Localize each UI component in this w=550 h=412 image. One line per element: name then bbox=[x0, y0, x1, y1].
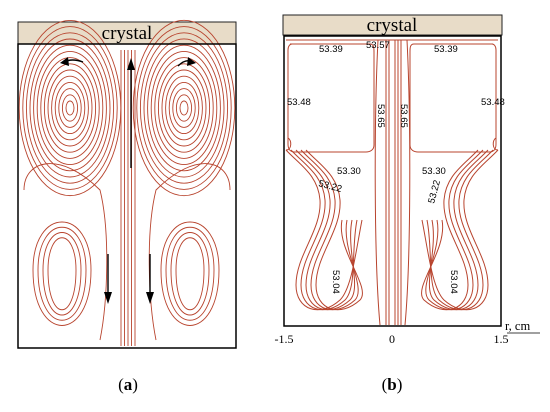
streamline-left-vortex bbox=[18, 19, 122, 197]
x-axis-label: r, cm bbox=[505, 319, 530, 333]
streamline-right-outer bbox=[148, 163, 231, 341]
isotherm-left-cell bbox=[287, 43, 375, 153]
arrow-down-left-head bbox=[104, 292, 112, 304]
streamline-left-vortex bbox=[29, 38, 111, 178]
x-axis-b: -1.5 0 1.5 r, cm bbox=[275, 319, 540, 346]
streamline-left-vortex bbox=[36, 51, 104, 165]
streamline-left-lower bbox=[32, 221, 92, 326]
crystal-label-b: crystal bbox=[367, 15, 418, 36]
streamline-right-vortex bbox=[161, 69, 207, 147]
contour-label: 53.65 bbox=[375, 104, 386, 128]
isotherm-right-lower bbox=[426, 149, 494, 311]
streamline-right-vortex bbox=[175, 94, 193, 122]
isotherm-center-left bbox=[374, 39, 381, 326]
streamline-left-vortex bbox=[40, 57, 100, 159]
panel-b-frame bbox=[283, 35, 502, 327]
contour-label: 53.48 bbox=[481, 97, 505, 108]
caption-a: (a) bbox=[118, 375, 138, 394]
streamline-right-lower bbox=[160, 221, 220, 326]
crystal-bar-b bbox=[282, 14, 503, 36]
contour-label: 53.57 bbox=[366, 40, 390, 51]
contour-label: 53.39 bbox=[434, 44, 458, 55]
streamline-right-lower bbox=[170, 232, 210, 316]
panel-a-frame bbox=[17, 43, 237, 349]
streamline-right-vortex bbox=[147, 44, 221, 172]
isotherm-left-lower bbox=[305, 149, 363, 311]
streamline-right-lower bbox=[175, 237, 205, 311]
streamline-right-vortex bbox=[154, 57, 214, 159]
streamline-left-lower bbox=[47, 237, 77, 311]
arrow-down-right-head bbox=[146, 292, 154, 304]
streamline-right-lower bbox=[165, 227, 215, 321]
streamline-left-vortex bbox=[61, 94, 79, 122]
isotherm-left-lower bbox=[300, 149, 359, 311]
streamline-right-vortex bbox=[150, 51, 218, 165]
streamline-right-vortex bbox=[136, 26, 232, 190]
streamline-right-vortex bbox=[172, 88, 196, 128]
contour-label: 53.22 bbox=[426, 179, 443, 205]
streamline-left-vortex bbox=[43, 63, 97, 153]
streamline-right-vortex bbox=[157, 63, 211, 153]
streamline-left-vortex bbox=[58, 88, 82, 128]
streamline-left-lower bbox=[42, 232, 82, 316]
isotherm-left-tip bbox=[285, 137, 292, 151]
arrow-top-left-head bbox=[60, 57, 69, 66]
streamline-right-vortex bbox=[132, 19, 236, 197]
arrow-up-center-head bbox=[127, 58, 135, 70]
streamline-left-vortex bbox=[47, 69, 93, 147]
contour-label: 53.04 bbox=[330, 270, 341, 294]
streamlines-a bbox=[18, 19, 236, 346]
isotherm-center-right bbox=[404, 39, 411, 326]
isotherms-b bbox=[285, 39, 499, 326]
streamline-left-vortex bbox=[51, 75, 89, 141]
streamline-right-vortex bbox=[139, 32, 229, 184]
caption-b: (b) bbox=[382, 375, 403, 394]
streamline-right-vortex bbox=[179, 100, 189, 116]
streamline-left-vortex bbox=[65, 100, 75, 116]
isotherm-right-lower bbox=[421, 149, 479, 311]
isotherm-left-lower bbox=[285, 149, 363, 311]
streamline-left-vortex bbox=[54, 81, 86, 135]
x-tick-label: 1.5 bbox=[494, 332, 509, 346]
isotherm-right-tip bbox=[492, 137, 499, 151]
isotherm-right-lower bbox=[421, 149, 499, 311]
contour-labels: 53.39 53.57 53.39 53.48 53.65 53.65 53.4… bbox=[287, 40, 505, 294]
crystal-label-a: crystal bbox=[102, 23, 153, 44]
panel-b: crystal 53.39 53.57 53.39 53.48 53.65 53… bbox=[275, 14, 540, 394]
streamline-left-lower bbox=[37, 227, 87, 321]
contour-label: 53.04 bbox=[448, 270, 459, 294]
streamline-left-outer bbox=[23, 163, 108, 341]
panel-a: crystal (a) bbox=[17, 19, 237, 394]
isotherm-right-lower bbox=[425, 149, 484, 311]
streamline-left-vortex bbox=[22, 26, 118, 190]
isotherm-left-lower bbox=[290, 149, 358, 311]
contour-label: 53.65 bbox=[398, 104, 409, 128]
contour-label: 53.22 bbox=[317, 178, 343, 195]
streamline-right-vortex bbox=[165, 75, 203, 141]
streamline-right-vortex bbox=[168, 81, 200, 135]
isotherm-left-lower bbox=[295, 149, 356, 311]
isotherm-right-lower bbox=[428, 149, 489, 311]
streamline-left-vortex bbox=[33, 44, 107, 172]
x-tick-label: -1.5 bbox=[275, 332, 294, 346]
contour-label: 53.30 bbox=[422, 166, 446, 177]
contour-label: 53.30 bbox=[337, 166, 361, 177]
streamline-left-vortex bbox=[25, 32, 115, 184]
contour-label: 53.39 bbox=[319, 44, 343, 55]
flow-arrows-a bbox=[60, 57, 196, 304]
isotherm-right-cell bbox=[409, 43, 497, 153]
contour-label: 53.48 bbox=[287, 97, 311, 108]
streamline-right-vortex bbox=[143, 38, 225, 178]
x-tick-label: 0 bbox=[389, 332, 395, 346]
arrow-top-right-head bbox=[187, 57, 196, 66]
